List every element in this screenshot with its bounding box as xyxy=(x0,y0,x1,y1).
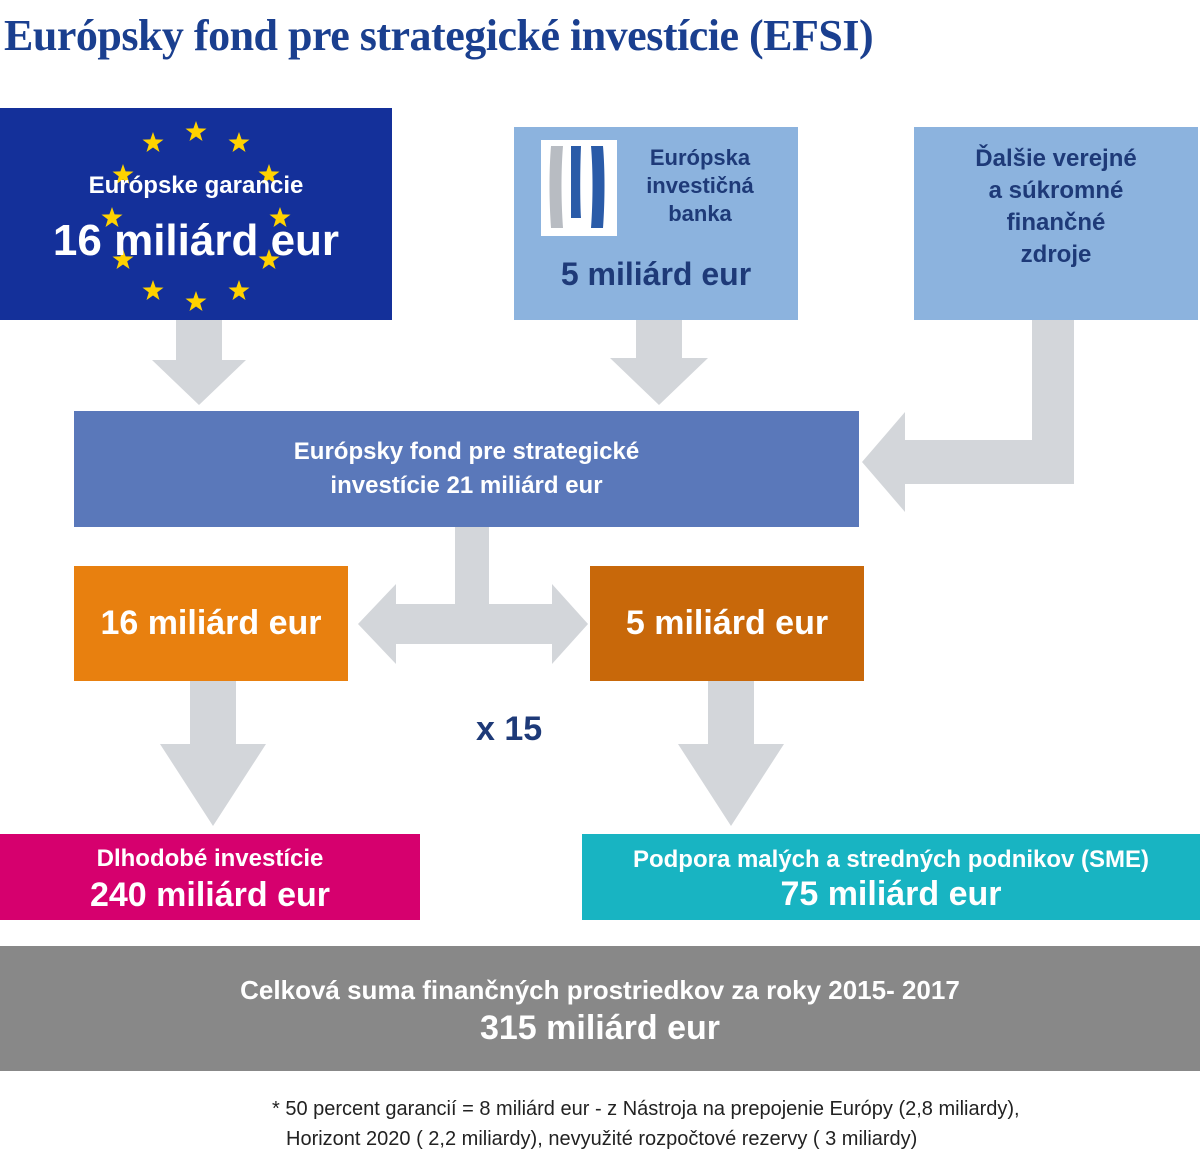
footnote-line: Horizont 2020 ( 2,2 miliardy), nevyužité… xyxy=(286,1128,918,1150)
arrow-down-right xyxy=(678,681,784,826)
long-term-box: Dlhodobé investície 240 miliárd eur xyxy=(0,834,420,920)
other-sources-box: Ďalšie verejné a súkromné finančné zdroj… xyxy=(914,127,1198,320)
arrow-down-eib xyxy=(610,320,708,405)
eib-name-line: investičná xyxy=(646,173,754,198)
arrow-elbow-other xyxy=(862,320,1074,512)
total-box: Celková suma finančných prostriedkov za … xyxy=(0,946,1200,1071)
total-label: Celková suma finančných prostriedkov za … xyxy=(240,974,960,1005)
eu-flag-stars xyxy=(101,121,291,311)
eu-guarantee-box xyxy=(0,108,392,320)
eib-name-line: Európska xyxy=(649,145,751,170)
long-term-label: Dlhodobé investície xyxy=(96,845,324,872)
multiplier-label: x 15 xyxy=(476,710,543,748)
eu-guarantee-amount: 16 miliárd eur xyxy=(52,216,340,265)
efsi-box: Európsky fond pre strategické investície… xyxy=(74,411,859,527)
arrow-split xyxy=(358,527,588,664)
right-amount-box: 5 miliárd eur xyxy=(590,566,864,681)
eib-logo-icon xyxy=(541,140,617,236)
other-sources-line: zdroje xyxy=(1020,241,1092,268)
eib-amount: 5 miliárd eur xyxy=(560,256,752,292)
left-amount: 16 miliárd eur xyxy=(100,604,322,642)
arrow-down-eu xyxy=(152,320,246,405)
right-amount: 5 miliárd eur xyxy=(625,604,829,642)
footnote-line: * 50 percent garancií = 8 miliárd eur - … xyxy=(272,1098,1020,1120)
eib-name-line: banka xyxy=(668,201,732,226)
efsi-line: investície 21 miliárd eur xyxy=(330,472,603,499)
eib-name: Európska investičná banka xyxy=(630,144,770,228)
long-term-amount: 240 miliárd eur xyxy=(89,876,330,914)
sme-amount: 75 miliárd eur xyxy=(780,875,1002,913)
other-sources-line: finančné xyxy=(1006,209,1106,236)
footnote: * 50 percent garancií = 8 miliárd eur - … xyxy=(272,1094,1020,1154)
eu-guarantee-label: Európske garancie xyxy=(88,172,304,199)
efsi-line: Európsky fond pre strategické xyxy=(293,438,640,465)
arrow-down-left xyxy=(160,681,266,826)
left-amount-box: 16 miliárd eur xyxy=(74,566,348,681)
total-amount: 315 miliárd eur xyxy=(479,1008,720,1047)
sme-box: Podpora malých a stredných podnikov (SME… xyxy=(582,834,1200,920)
other-sources-line: Ďalšie verejné xyxy=(975,145,1137,172)
sme-label: Podpora malých a stredných podnikov (SME… xyxy=(632,846,1150,873)
page-title: Európsky fond pre strategické investície… xyxy=(4,11,874,60)
other-sources-line: a súkromné xyxy=(988,177,1124,204)
